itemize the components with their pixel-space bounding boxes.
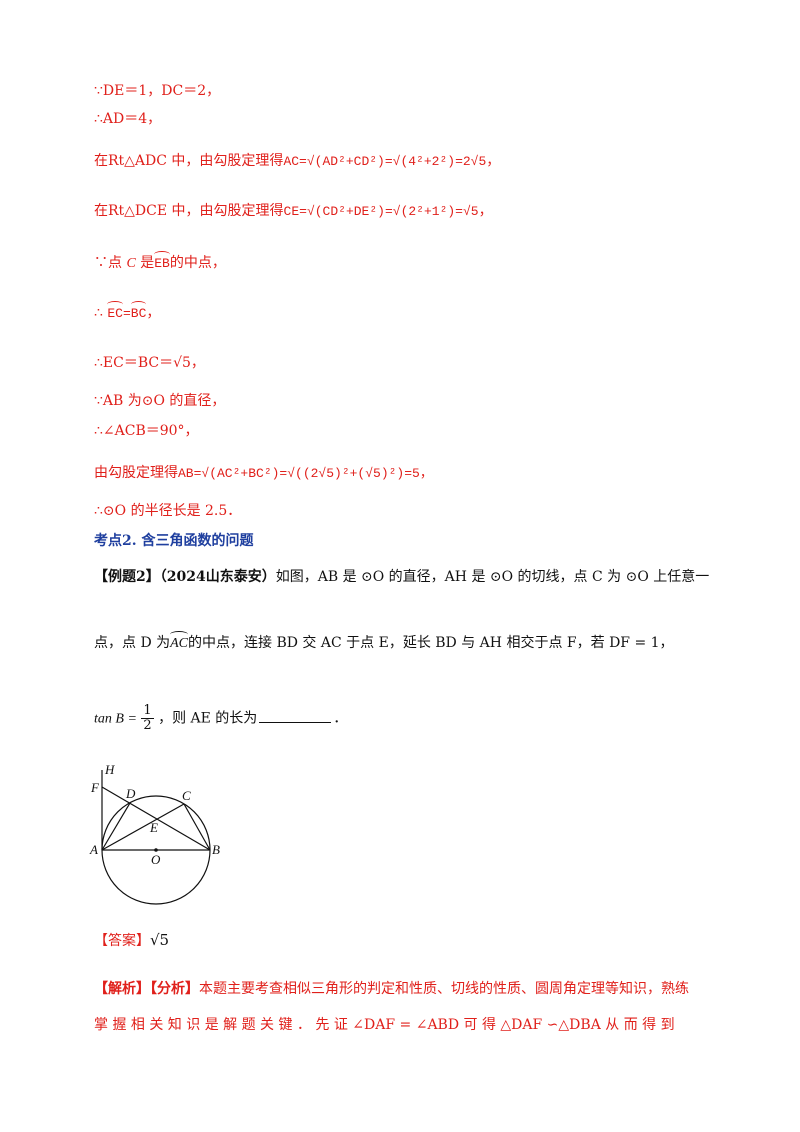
example-text-1: 如图，AB 是 ⊙O 的直径，AH 是 ⊙O 的切线，点 C 为 ⊙O 上任意一 (275, 569, 710, 585)
analysis-line-2: 掌 握 相 关 知 识 是 解 题 关 键 ． 先 证 ∠DAF = ∠ABD … (94, 1017, 675, 1033)
example-tag: 【例题2】 (94, 569, 160, 585)
formula-ab: AB=√(AC²+BC²)=√((2√5)²+(√5)²)=5， (178, 466, 433, 481)
arc-ec: EC (107, 301, 123, 321)
label-e: E (149, 820, 158, 835)
chord-bc (183, 803, 211, 851)
geometry-figure: H F D C E A O B (89, 762, 220, 905)
analysis-tag: 【解析】【分析】 (94, 981, 199, 997)
text-suffix: 的中点， (169, 255, 226, 271)
solution-line-1: ∵DE＝1，DC＝2， (94, 83, 221, 99)
solution-line-10: 由勾股定理得AB=√(AC²+BC²)=√((2√5)²+(√5)²)=5， (94, 462, 433, 482)
solution-line-11: ∴⊙O 的半径长是 2.5． (94, 503, 242, 519)
example-text-2b: 的中点，连接 BD 交 AC 于点 E，延长 BD 与 AH 相交于点 F，若 … (188, 635, 674, 651)
text-prefix: 在Rt△DCE 中，由勾股定理得 (94, 203, 284, 219)
label-f: F (90, 780, 100, 795)
text-prefix: ∵点 (94, 255, 122, 271)
solution-line-8: ∵AB 为⊙O 的直径， (94, 393, 226, 409)
answer-line: 【答案】√5 (94, 930, 169, 950)
solution-line-2: ∴AD＝4， (94, 111, 162, 127)
line-bf (101, 786, 211, 851)
solution-line-5: ∵点 C 是EB的中点， (94, 251, 226, 272)
example-para-2: 点，点 D 为AC的中点，连接 BD 交 AC 于点 E，延长 BD 与 AH … (94, 631, 674, 652)
example-text-2a: 点，点 D 为 (94, 635, 171, 651)
analysis-line-1: 【解析】【分析】本题主要考查相似三角形的判定和性质、切线的性质、圆周角定理等知识… (94, 978, 689, 998)
formula-ac: AC=√(AD²+CD²)=√(4²+2²)=2√5 (283, 154, 487, 169)
example-para-1: 【例题2】（2024山东泰安）如图，AB 是 ⊙O 的直径，AH 是 ⊙O 的切… (94, 566, 709, 586)
formula-ce: CE=√(CD²+DE²)=√(2²+1²)=√5 (283, 204, 479, 219)
label-h: H (104, 762, 115, 777)
chord-ad (101, 802, 131, 851)
text-prefix: 在Rt△ADC 中，由勾股定理得 (94, 153, 284, 169)
period: ． (333, 710, 348, 727)
label-c: C (182, 788, 191, 803)
example-source: （2024山东泰安） (159, 569, 276, 585)
arc-eb: EB (154, 251, 170, 271)
label-o: O (151, 852, 161, 867)
text-suffix: ， (146, 305, 161, 321)
equals: = (122, 306, 131, 321)
label-d: D (125, 786, 136, 801)
answer-blank (259, 710, 332, 723)
center-dot (154, 848, 158, 852)
numerator: 1 (141, 703, 154, 719)
tan-expression: tan B = (94, 711, 137, 727)
answer-tag: 【答案】 (94, 933, 150, 949)
text-prefix: ∴ (94, 305, 103, 321)
point-c: C (126, 256, 136, 271)
chord-ac (101, 803, 185, 851)
label-a: A (89, 842, 98, 857)
example-text-3b: ，则 AE 的长为 (158, 710, 258, 727)
text-mid: 是 (140, 255, 155, 271)
text-prefix: 由勾股定理得 (94, 465, 178, 481)
arc-ac: AC (170, 631, 188, 652)
answer-value: √5 (150, 931, 170, 949)
analysis-text-1: 本题主要考查相似三角形的判定和性质、切线的性质、圆周角定理等知识，熟练 (199, 981, 689, 997)
label-b: B (212, 842, 220, 857)
solution-line-7: ∴EC＝BC＝√5， (94, 355, 205, 371)
solution-line-6: ∴ EC=BC， (94, 301, 161, 322)
solution-line-4: 在Rt△DCE 中，由勾股定理得CE=√(CD²+DE²)=√(2²+1²)=√… (94, 203, 493, 219)
section-heading: 考点2. 含三角函数的问题 (94, 533, 254, 549)
solution-line-9: ∴∠ACB＝90°， (94, 423, 199, 439)
denominator: 2 (143, 718, 152, 733)
arc-bc: BC (130, 301, 146, 321)
solution-line-3: 在Rt△ADC 中，由勾股定理得AC=√(AD²+CD²)=√(4²+2²)=2… (94, 153, 501, 169)
